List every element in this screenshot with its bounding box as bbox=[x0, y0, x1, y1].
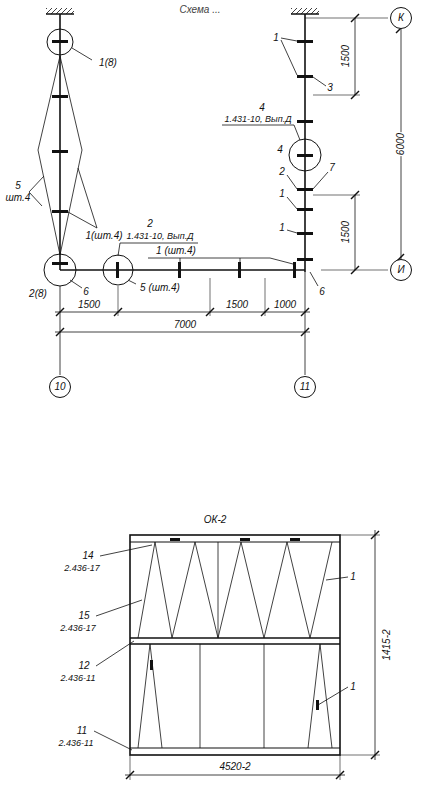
dimension-text: 1500 bbox=[341, 220, 351, 244]
axis-bubble: И bbox=[390, 259, 412, 281]
callout-number: 2 bbox=[278, 167, 286, 177]
callout-number: 6 bbox=[82, 287, 90, 297]
dimension-text: 1500 bbox=[341, 44, 351, 68]
dimension-text: 1500 bbox=[77, 300, 101, 310]
callout-number: 2.436-17 bbox=[63, 564, 101, 573]
callout-number: 4 bbox=[276, 145, 284, 155]
callout-number: 14 bbox=[81, 551, 94, 561]
dimension-text: 1000 bbox=[273, 300, 297, 310]
axis-label: К bbox=[398, 13, 404, 23]
axis-bubble: 11 bbox=[294, 376, 316, 398]
dimension-text: 4520-2 bbox=[218, 762, 251, 772]
callout-number: 1 bbox=[349, 682, 357, 692]
callout-number: 2(8) bbox=[28, 289, 48, 299]
callout-number: 3 bbox=[326, 83, 334, 93]
callout-number: 1 bbox=[278, 189, 286, 199]
dimension-text: 1500 bbox=[225, 300, 249, 310]
callout-number: 1 bbox=[349, 572, 357, 582]
callout-number: 12 bbox=[77, 661, 90, 671]
callout-number: 5 (шт.4) bbox=[139, 283, 181, 293]
axis-bubble: К bbox=[390, 7, 412, 29]
callout-number: 6 bbox=[318, 287, 326, 297]
callout-number: 2.436-11 bbox=[58, 739, 95, 748]
callout-number: 1.431-10, Вып.Д bbox=[126, 232, 195, 241]
callout-number: шт.4 bbox=[5, 193, 32, 203]
axis-label: И bbox=[397, 265, 404, 275]
callout-number: 1 (шт.4) bbox=[155, 246, 197, 256]
callout-number: 5 bbox=[14, 181, 22, 191]
drawing-title: Схема ... bbox=[179, 4, 220, 15]
callout-number: 2 bbox=[146, 219, 154, 229]
callout-number: 11 bbox=[76, 726, 88, 736]
dimension-text: 7000 bbox=[173, 320, 197, 330]
callout-number: 1.431-10, Вып.Д bbox=[224, 115, 293, 124]
callout-number: 2.436-11 bbox=[60, 674, 97, 683]
axis-label: 11 bbox=[300, 382, 310, 392]
callout-number: 1(шт.4) bbox=[84, 231, 123, 241]
axis-bubble: 10 bbox=[49, 376, 71, 398]
dimension-text: 1415-2 bbox=[382, 628, 392, 661]
callout-number: 2.436-17 bbox=[59, 624, 97, 633]
callout-number: 1(8) bbox=[98, 58, 118, 68]
callout-number: ОК-2 bbox=[203, 515, 228, 525]
callout-number: 1 bbox=[272, 33, 280, 43]
callout-number: 4 bbox=[258, 103, 266, 113]
callout-number: 7 bbox=[328, 163, 336, 173]
callout-number: 1 bbox=[278, 223, 286, 233]
axis-label: 10 bbox=[54, 382, 65, 392]
dimension-text: 6000 bbox=[396, 132, 406, 156]
callout-number: 15 bbox=[77, 611, 90, 621]
